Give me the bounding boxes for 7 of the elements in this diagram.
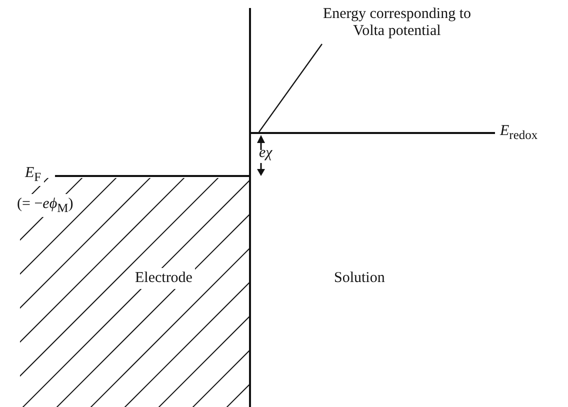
energy-level-label: E$_{redox}$ <box>500 123 538 143</box>
diagram-label: Electrode <box>132 268 196 290</box>
diagram-label: Solution <box>334 270 385 288</box>
energy-level-line <box>251 132 495 134</box>
annotation-text: Energy corresponding to Volta potential <box>312 6 482 42</box>
diagram-label: eχ <box>259 145 272 162</box>
leader-line <box>258 44 322 132</box>
